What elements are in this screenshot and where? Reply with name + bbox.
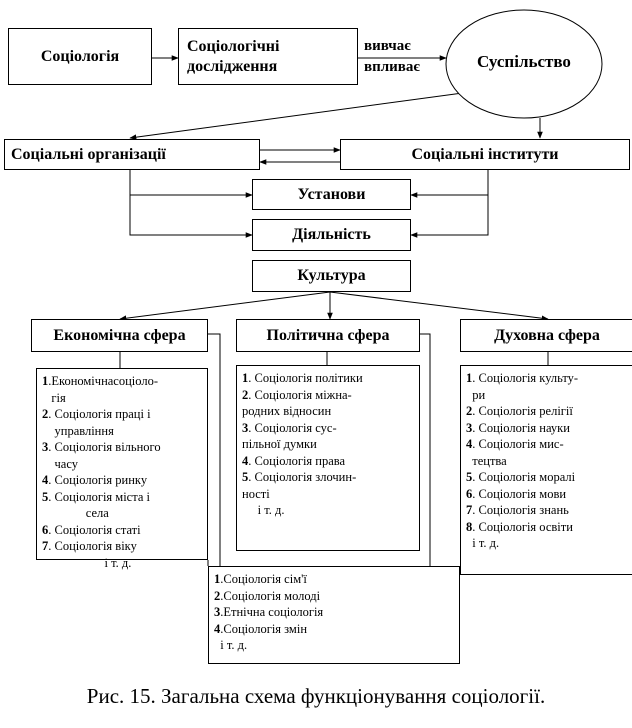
arrow-culture-spiritual <box>329 291 549 322</box>
economic-item-6: 6. Соціологія статі <box>42 522 141 537</box>
social-institutes-label: Соціальні інститути <box>411 145 559 163</box>
common-item-3: 3.Етнічна соціологія <box>214 605 324 619</box>
research-box: Соціологічні дослідження <box>178 28 358 85</box>
studies-label: вивчає <box>364 38 411 54</box>
spiritual-list: 1. Соціологія культу- ри 2. Соціологія р… <box>460 365 632 575</box>
sociology-box: Соціологія <box>8 28 152 85</box>
establishments-box: Установи <box>252 179 411 210</box>
political-item-2: 2. Соціологія міжна- родних відносин <box>242 387 352 419</box>
influences-label: впливає <box>364 59 420 75</box>
arrow-orgs-activity <box>129 195 253 238</box>
culture-box: Культура <box>252 260 411 292</box>
common-item-1: 1.Соціологія сім'ї <box>214 572 307 586</box>
economic-item-1: 1.Економічнасоціоло- гія <box>42 374 159 405</box>
arrow-culture-economic <box>119 291 331 321</box>
arrow-institutes-activity <box>410 195 489 238</box>
research-label: Соціологічні дослідження <box>187 37 280 75</box>
common-item-4: 4.Соціологія змін і т. д. <box>214 621 308 653</box>
spiritual-item-3: 3. Соціологія науки <box>466 420 570 435</box>
political-item-3: 3. Соціологія сус- пільної думки <box>242 420 337 452</box>
political-item-4: 4. Соціологія права <box>242 453 346 468</box>
spiritual-item-7: 7. Соціологія знань <box>466 503 569 517</box>
figure-caption: Рис. 15. Загальна схема функціонування с… <box>86 683 546 708</box>
political-item-1: 1. Соціологія політики <box>242 371 363 385</box>
political-sphere-title: Політична сфера <box>236 319 420 352</box>
spiritual-sphere-label: Духовна сфера <box>494 326 600 344</box>
arrow-institutes-establishments <box>410 170 489 198</box>
spiritual-item-6: 6. Соціологія мови <box>466 486 567 501</box>
social-orgs-box: Соціальні організації <box>4 139 260 170</box>
spiritual-item-1: 1. Соціологія культу- ри <box>466 371 579 402</box>
link-economic-common <box>208 333 221 566</box>
economic-item-5: 5. Соціологія міста і села <box>42 489 150 521</box>
spiritual-item-4: 4. Соціологія мис- тецтва <box>466 437 564 468</box>
arrow-orgs-establishments <box>129 170 253 198</box>
political-sphere-label: Політична сфера <box>266 326 390 344</box>
culture-label: Культура <box>297 267 366 284</box>
social-institutes-box: Соціальні інститути <box>340 139 630 170</box>
economic-item-3: 3. Соціологія вільного часу <box>42 440 161 471</box>
common-list: 1.Соціологія сім'ї 2.Соціологія молоді 3… <box>208 566 460 664</box>
political-list: 1. Соціологія політики 2. Соціологія між… <box>236 365 420 551</box>
sociology-label: Соціологія <box>40 47 120 65</box>
activity-box: Діяльність <box>252 219 411 251</box>
economic-sphere-title: Економічна сфера <box>31 319 208 352</box>
link-political-common <box>420 333 431 566</box>
society-label: Суспільство <box>477 52 571 71</box>
economic-item-7: 7. Соціологія віку і т. д. <box>42 539 137 570</box>
establishments-label: Установи <box>297 185 366 203</box>
political-item-5: 5. Соціологія злочин- ності і т. д. <box>242 470 357 517</box>
spiritual-item-8: 8. Соціологія освіти і т. д. <box>466 519 573 551</box>
arrow-society-orgs <box>129 91 471 140</box>
spiritual-item-2: 2. Соціологія релігії <box>466 404 573 418</box>
social-orgs-label: Соціальні організації <box>11 145 166 163</box>
spiritual-item-5: 5. Соціологія моралі <box>466 470 576 484</box>
spiritual-sphere-title: Духовна сфера <box>460 319 632 352</box>
economic-item-2: 2. Соціологія праці і управління <box>42 407 151 438</box>
common-item-2: 2.Соціологія молоді <box>214 588 321 603</box>
activity-label: Діяльність <box>292 226 371 243</box>
economic-item-4: 4. Соціологія ринку <box>42 473 148 487</box>
economic-list: 1.Економічнасоціоло- гія 2. Соціологія п… <box>36 368 208 570</box>
economic-sphere-label: Економічна сфера <box>53 326 186 344</box>
